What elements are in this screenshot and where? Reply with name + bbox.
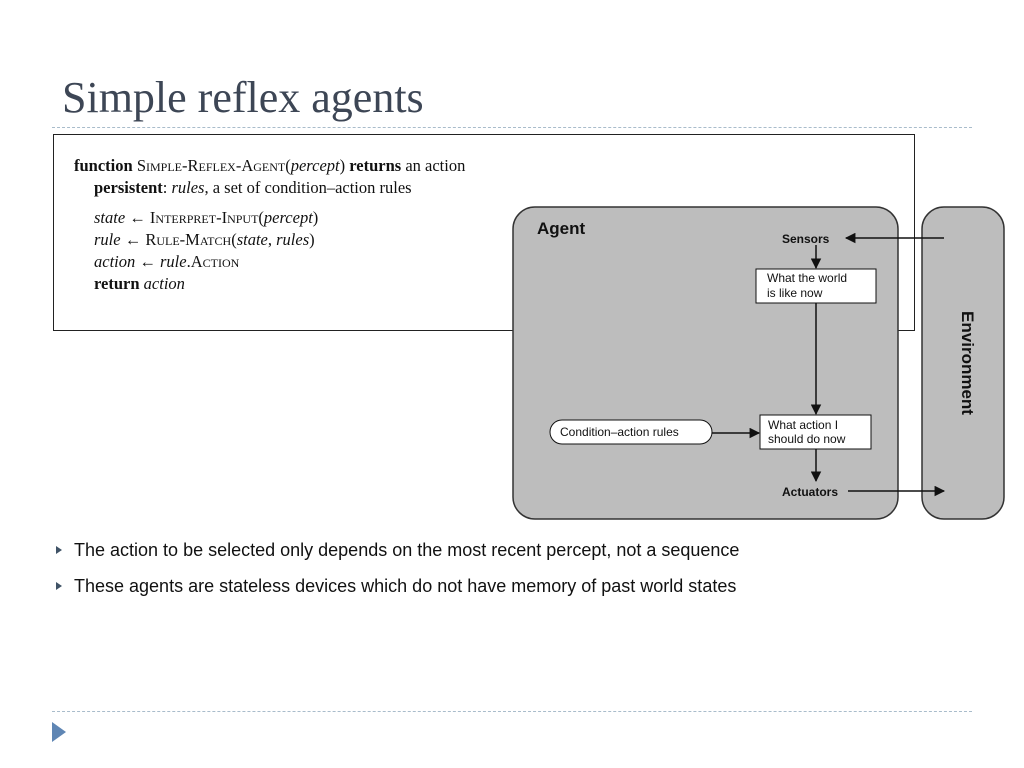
code-line-action: action ← rule.Action (74, 251, 465, 273)
code-line-return: return action (74, 273, 465, 295)
pseudocode: function Simple-Reflex-Agent(percept) re… (74, 155, 465, 295)
assign-arrow: ← (124, 230, 142, 249)
assign-arrow: ← (139, 252, 156, 271)
code-line-function: function Simple-Reflex-Agent(percept) re… (74, 155, 465, 177)
keyword-persistent: persistent (94, 178, 163, 197)
environment-label: Environment (958, 311, 977, 415)
paren-close: ) (339, 156, 346, 175)
bullet-text: These agents are stateless devices which… (74, 576, 737, 596)
fn-rule-match: Rule-Match (145, 230, 232, 249)
field-action: Action (190, 252, 240, 271)
paren-open: ( (285, 156, 291, 175)
bottom-divider (52, 711, 972, 712)
triangle-right-icon (56, 582, 62, 590)
function-name: Simple-Reflex-Agent (136, 156, 286, 175)
dot: . (186, 252, 191, 271)
action-choice-line1: What action I (768, 418, 838, 432)
slide-title: Simple reflex agents (62, 73, 424, 122)
assign-arrow: ← (129, 208, 146, 227)
sensors-label: Sensors (782, 232, 830, 246)
actuators-label: Actuators (782, 485, 838, 499)
colon: : (162, 178, 168, 197)
var-action: action (94, 252, 136, 271)
paren-close: ) (312, 208, 319, 227)
arg-rules: rules (276, 230, 310, 249)
var-state: state (94, 208, 126, 227)
agent-panel (512, 206, 899, 520)
arg-percept: percept (263, 208, 313, 227)
keyword-function: function (74, 156, 133, 175)
var-rule: rule (94, 230, 121, 249)
bullet-text: The action to be selected only depends o… (74, 540, 740, 560)
world-state-line1: What the world (767, 271, 847, 285)
keyword-returns: returns (349, 156, 402, 175)
world-state-line2: is like now (767, 286, 823, 300)
code-line-state: state ← Interpret-Input(percept) (74, 207, 465, 229)
comma: , (267, 230, 277, 249)
obj-rule: rule (160, 252, 187, 271)
fn-interpret-input: Interpret-Input (149, 208, 259, 227)
action-choice-line2: should do now (768, 432, 846, 446)
bullet-list: The action to be selected only depends o… (54, 538, 739, 610)
condition-action-rules (549, 419, 713, 445)
keyword-return: return (94, 274, 140, 293)
condition-action-rules-label: Condition–action rules (560, 425, 679, 439)
paren-open: ( (258, 208, 264, 227)
top-divider (52, 127, 972, 128)
return-action: action (143, 274, 185, 293)
rules-description: , a set of condition–action rules (204, 178, 412, 197)
paren-close: ) (309, 230, 315, 249)
var-rules: rules (171, 178, 205, 197)
world-state-box (755, 268, 877, 304)
code-line-rule: rule ← Rule-Match(state, rules) (74, 229, 465, 251)
agent-diagram: Agent Environment Sensors Actuators What… (512, 206, 1005, 520)
environment-panel (921, 206, 1005, 520)
returns-description: an action (405, 156, 466, 175)
code-line-persistent: persistent: rules, a set of condition–ac… (74, 177, 465, 199)
param-percept: percept (290, 156, 340, 175)
paren-open: ( (231, 230, 237, 249)
play-arrow-icon[interactable] (52, 722, 66, 742)
triangle-right-icon (56, 546, 62, 554)
arg-state: state (236, 230, 268, 249)
bullet-item: These agents are stateless devices which… (54, 574, 739, 610)
agent-label: Agent (537, 219, 586, 238)
bullet-item: The action to be selected only depends o… (54, 538, 739, 574)
